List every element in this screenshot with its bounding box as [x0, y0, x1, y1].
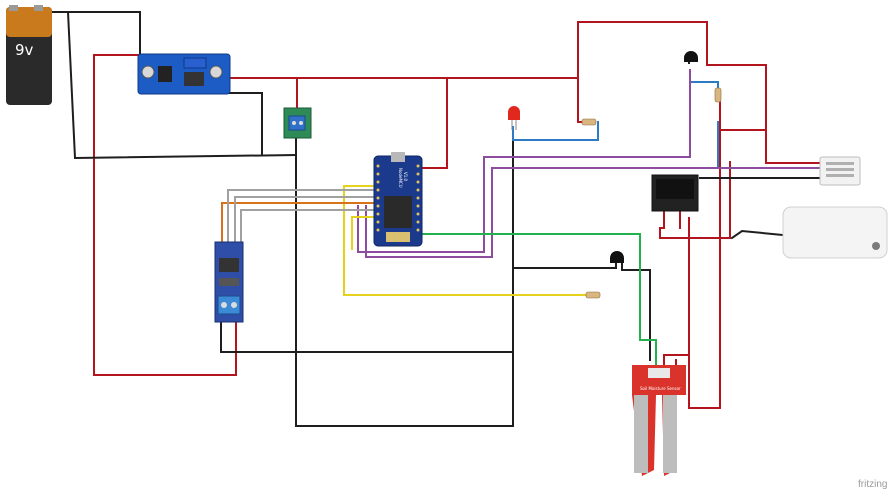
relay-module — [651, 174, 699, 212]
yellow-wire-nodemcu-inner — [351, 216, 379, 250]
blue-wire-led-to-resistor — [512, 121, 599, 141]
black-wire-battery-to-converter — [34, 11, 141, 56]
gray-wire-1 — [227, 189, 379, 245]
blue-wires — [512, 69, 824, 169]
water-pump — [782, 206, 888, 259]
purple-wire-1 — [357, 69, 691, 253]
black-wire-battery-loop — [66, 10, 298, 160]
red-wire-left-loop — [93, 54, 237, 376]
nodemcu-version-label: V1.0 — [403, 172, 408, 182]
red-wire-relay-loop — [659, 161, 731, 239]
nodemcu-label: NodeMCU — [398, 168, 403, 188]
orange-wire — [221, 202, 379, 245]
wires — [34, 10, 824, 427]
black-wire-relay-board-down — [295, 136, 514, 427]
battery-9v: 9v — [6, 5, 52, 105]
current-sensor-module — [214, 241, 244, 323]
red-led — [508, 106, 520, 130]
transistor-mid — [610, 251, 624, 263]
red-wire-to-led-resistor — [577, 77, 591, 123]
black-wires — [34, 10, 824, 427]
soil-sensor-label: Soil Moisture Sensor — [640, 386, 681, 391]
resistor-led — [581, 118, 597, 126]
gray-wire-2 — [234, 196, 379, 245]
blue-wire-transistor-to-dht — [689, 69, 719, 93]
soil-moisture-sensor: Soil Moisture Sensor — [632, 365, 686, 476]
black-wire-converter-right — [211, 92, 263, 156]
black-wire-current-module-down — [220, 319, 514, 353]
dht-sensor — [819, 156, 861, 186]
buck-converter — [137, 53, 231, 95]
resistor-dht — [714, 87, 722, 103]
purple-wire-2 — [365, 167, 824, 258]
signal-wires — [221, 189, 379, 245]
black-wire-to-sensor — [621, 261, 651, 361]
battery-label: 9v — [15, 41, 34, 59]
nodemcu-pins-right — [416, 164, 420, 232]
fritzing-watermark: fritzing — [858, 479, 887, 490]
transistor-top — [684, 51, 698, 62]
purple-wires — [357, 69, 824, 258]
resistor-yellow-line — [585, 291, 601, 299]
red-wires — [93, 21, 823, 409]
nodemcu-pins-left — [376, 164, 380, 232]
yellow-wires — [343, 185, 589, 296]
blue-wire-dht-data — [717, 121, 824, 169]
nodemcu-board: NodeMCU V1.0 — [373, 152, 423, 247]
green-wires — [419, 233, 657, 376]
yellow-wire-nodemcu-left — [343, 185, 589, 296]
green-wire-nodemcu-to-sensor — [419, 233, 657, 376]
black-wire-to-adapter — [730, 229, 785, 240]
red-wire-top-bus — [296, 21, 823, 164]
gray-wire-3 — [240, 209, 379, 245]
red-wire-to-nodemcu — [419, 77, 448, 169]
red-wire-right-vertical — [688, 97, 721, 409]
black-wire-transistor-bottom — [512, 261, 617, 269]
terminal-block-board — [283, 107, 312, 139]
